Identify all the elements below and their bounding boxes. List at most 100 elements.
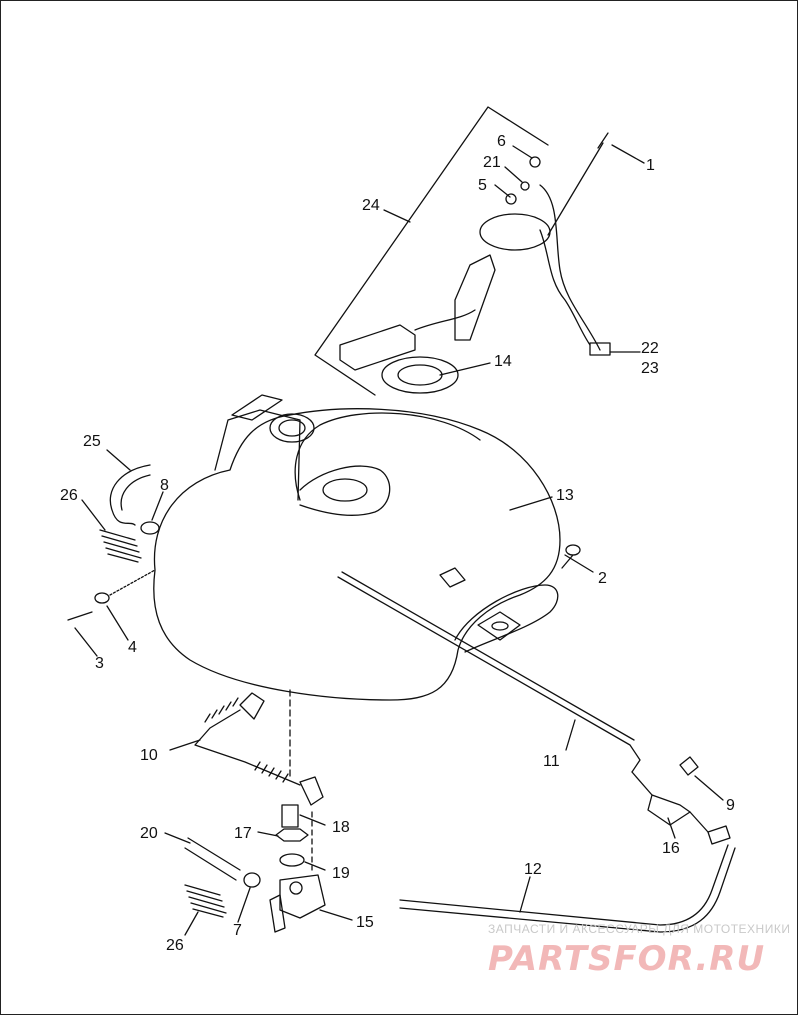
- pump-mount-opening: [322, 478, 368, 502]
- pump-wire-harness-2: [539, 229, 591, 346]
- part-label-7: 7: [233, 922, 242, 939]
- part-label-24: 24: [362, 197, 380, 214]
- part-label-5: 5: [478, 177, 487, 194]
- part-label-21: 21: [483, 154, 501, 171]
- tank-bracket-clip: [439, 567, 466, 588]
- pump-ground-wire: [414, 309, 476, 331]
- leader-8: [151, 491, 164, 521]
- leader-16: [667, 817, 676, 839]
- pump-assembly-bracket-box: [314, 106, 549, 396]
- part-label-25: 25: [83, 433, 101, 450]
- fuel-filler-neck: [269, 413, 315, 443]
- spring-26-lower: [184, 884, 227, 918]
- clamp-7: [243, 872, 261, 888]
- part-label-23: 23: [641, 360, 659, 377]
- leader-6: [512, 145, 533, 159]
- part-label-15: 15: [356, 914, 374, 931]
- fuel-line-12: [399, 844, 729, 926]
- part-label-9: 9: [726, 797, 735, 814]
- hose-boot-lower: [299, 776, 324, 806]
- pump-gasket-outer: [381, 356, 459, 394]
- leader-18: [299, 814, 326, 826]
- part-label-6: 6: [497, 133, 506, 150]
- leader-15: [319, 909, 353, 921]
- fuel-line-12-edge: [399, 847, 736, 933]
- screw-3: [67, 611, 93, 621]
- washer-5: [505, 193, 517, 205]
- part-label-16: 16: [662, 840, 680, 857]
- filter-outlet-hose: [689, 811, 709, 833]
- leader-26-lower: [184, 911, 199, 936]
- clamp-9: [679, 756, 699, 776]
- fuel-filter-16: [647, 794, 691, 826]
- leader-17: [257, 831, 279, 837]
- leader-19: [304, 861, 326, 871]
- pump-screw-axis: [547, 142, 604, 236]
- part-label-10: 10: [140, 747, 158, 764]
- washer-6: [529, 156, 541, 168]
- vent-line-11: [337, 576, 641, 773]
- screw-1: [597, 132, 609, 149]
- part-label-1: 1: [646, 157, 655, 174]
- fuel-pump-bracket: [454, 254, 496, 341]
- part-label-22: 22: [641, 340, 659, 357]
- leader-10: [169, 739, 201, 751]
- vacuum-hose-10-spring-upper: [204, 697, 239, 723]
- leader-26-upper: [81, 499, 106, 531]
- spring-26-upper: [99, 529, 142, 563]
- fuel-tank-outline: [153, 408, 561, 701]
- hose-20: [184, 837, 241, 881]
- leader-4: [106, 605, 129, 641]
- mount-leader: [109, 569, 156, 596]
- pump-sending-unit: [339, 324, 416, 371]
- part-label-4: 4: [128, 639, 137, 656]
- petcock-lever: [269, 894, 286, 933]
- leader-3: [74, 627, 98, 657]
- screw-2-shank: [561, 554, 574, 569]
- watermark-logo: PARTSFOR.RU: [488, 939, 765, 979]
- screw-2: [565, 544, 581, 556]
- fuel-petcock-15: [279, 874, 326, 919]
- leader-25: [106, 449, 131, 471]
- part-label-17: 17: [234, 825, 252, 842]
- nut-21: [520, 181, 530, 191]
- filter-inlet-hose: [631, 771, 653, 796]
- part-label-26-lower: 26: [166, 937, 184, 954]
- mount-tab-hole: [491, 621, 509, 631]
- pump-top-plate: [479, 213, 551, 251]
- leader-13: [509, 496, 553, 511]
- petcock-port: [289, 881, 303, 895]
- tank-side-panel: [214, 409, 301, 501]
- leader-14: [439, 362, 491, 376]
- part-label-3: 3: [95, 655, 104, 672]
- pump-wire-harness: [539, 184, 601, 351]
- part-label-14: 14: [494, 353, 512, 370]
- nut-17: [275, 828, 309, 842]
- watermark-tagline: ЗАПЧАСТИ И АКСЕССУАРЫ ДЛЯ МОТОТЕХНИКИ: [488, 922, 790, 936]
- tank-knee-dent: [454, 584, 559, 653]
- tank-mount-tab: [477, 611, 521, 641]
- leader-2: [564, 554, 594, 573]
- tank-mount-channel: [299, 465, 391, 516]
- part-label-13: 13: [556, 487, 574, 504]
- leader-21: [504, 166, 523, 183]
- part-label-12: 12: [524, 861, 542, 878]
- part-label-11: 11: [543, 753, 560, 770]
- o-ring-19: [279, 853, 305, 867]
- leader-7: [237, 887, 251, 923]
- harness-connector: [589, 342, 611, 356]
- fitting-18: [281, 804, 299, 828]
- vent-hose-25: [109, 464, 151, 526]
- part-label-8: 8: [160, 477, 169, 494]
- part-label-18: 18: [332, 819, 350, 836]
- leader-9: [694, 775, 724, 801]
- leader-12: [519, 876, 531, 913]
- leader-1: [611, 144, 645, 164]
- leader-24: [383, 209, 411, 223]
- vent-hose-25-inner: [120, 474, 151, 511]
- tank-top-seam: [294, 412, 481, 501]
- part-label-26-upper: 26: [60, 487, 78, 504]
- leader-20: [164, 832, 191, 844]
